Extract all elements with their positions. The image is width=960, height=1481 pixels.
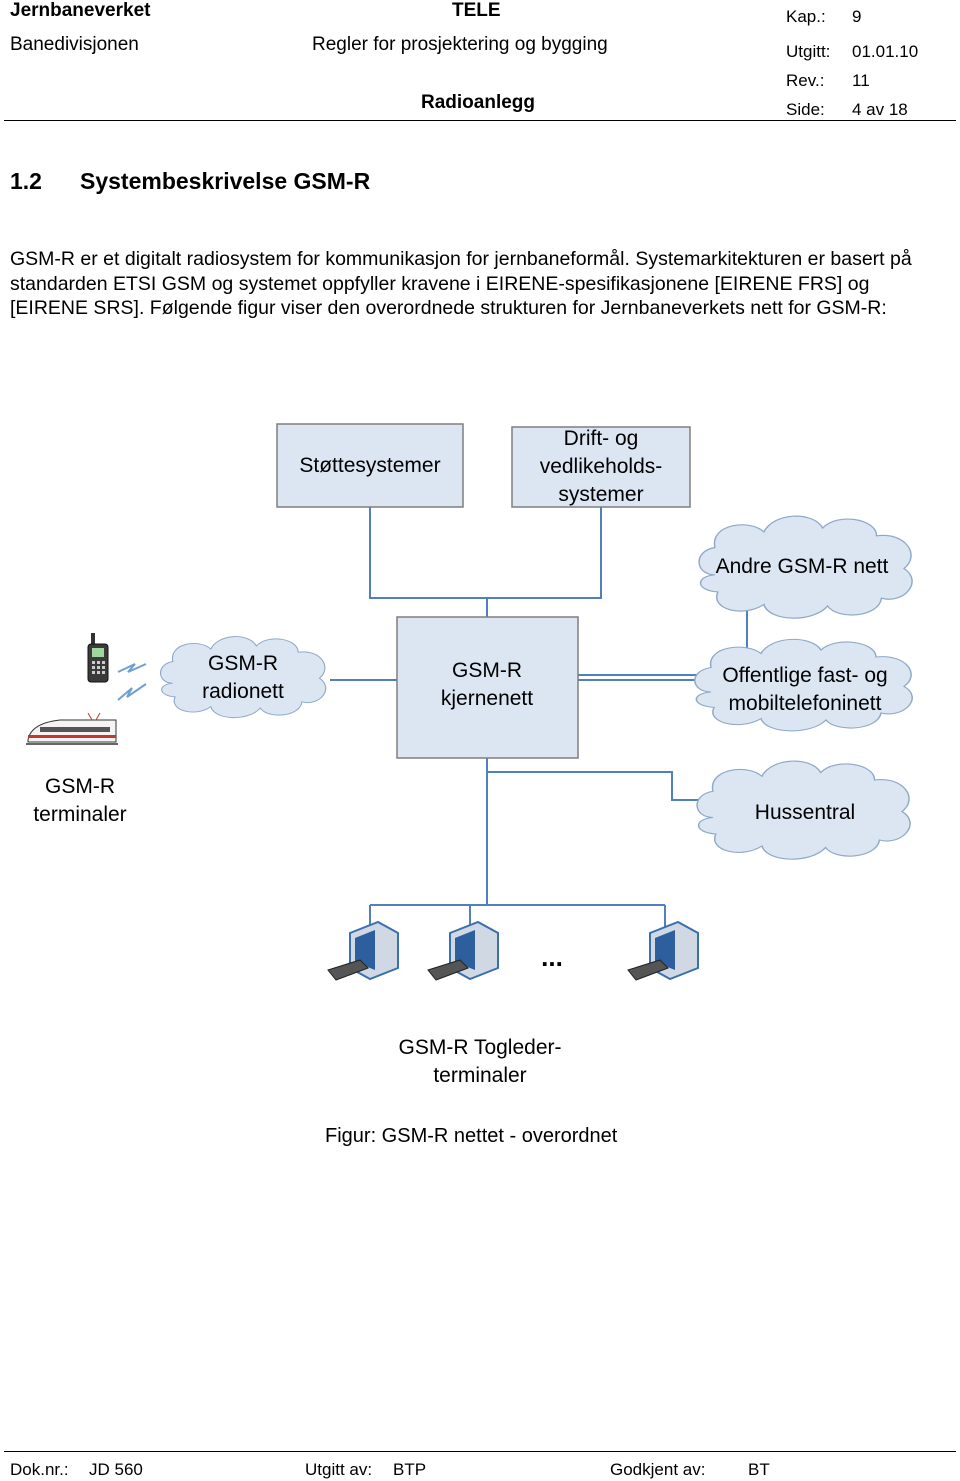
public-net-label-line1: Offentlige fast- og [722,664,887,687]
meta-chapter-value: 9 [852,7,862,26]
document-series: Regler for prosjektering og bygging [312,34,608,55]
meta-chapter-label: Kap.: [786,7,826,26]
train-icon [26,712,118,745]
support-systems-label: Støttesystemer [299,454,440,477]
radio-network-cloud [159,635,327,719]
meta-revision-label: Rev.: [786,71,825,90]
footer-approved-value: BT [748,1460,770,1479]
terminals-label-line2: terminaler [33,803,126,826]
footer-issued-label: Utgitt av: [305,1460,373,1479]
dispatcher-label-line1: GSM-R Togleder- [399,1036,562,1059]
section-paragraph: GSM-R er et digitalt radiosystem for kom… [10,248,912,319]
core-to-exchange-link [486,758,700,801]
document-topic: Radioanlegg [421,92,536,113]
org-name: Jernbaneverket [10,0,151,21]
meta-page-label: Side: [786,100,825,119]
mobile-phone-icon [87,633,109,683]
section-number: 1.2 [10,168,42,194]
footer-doc-label: Dok.nr.: [10,1460,69,1479]
support-systems-box [276,423,464,508]
core-label-line1: GSM-R [452,659,522,682]
radio-net-label-line2: radionett [202,680,284,703]
radio-net-label-line1: GSM-R [208,652,278,675]
meta-page-value: 4 av 18 [852,100,908,119]
maintenance-label-line1: Drift- og [564,427,639,450]
meta-issued-value: 01.01.10 [852,42,919,61]
terminals-label-line1: GSM-R [45,775,115,798]
division-name: Banedivisjonen [10,34,139,55]
maintenance-label-line2: vedlikeholds- [540,455,663,478]
dispatcher-label-line2: terminaler [433,1064,526,1087]
header-rule [4,120,956,121]
ellipsis: ... [541,942,563,972]
meta-revision-value: 11 [852,71,870,90]
meta-issued-label: Utgitt: [786,42,831,61]
support-maint-link [369,507,602,599]
footer-rule [4,1451,956,1452]
maintenance-systems-box [511,426,691,508]
radio-signal-icon [117,663,147,701]
department: TELE [452,0,501,21]
public-net-label-line2: mobiltelefoninett [729,692,882,715]
core-label-line2: kjernenett [441,687,533,710]
dispatcher-terminal-icon-2 [427,920,499,981]
maintenance-label-line3: systemer [558,483,643,506]
other-gsm-r-label: Andre GSM-R nett [716,555,889,578]
footer-issued-value: BTP [393,1460,427,1479]
section-title: Systembeskrivelse GSM-R [80,168,371,194]
footer-doc-value: JD 560 [89,1460,143,1479]
footer-approved-label: Godkjent av: [610,1460,706,1479]
figure-caption: Figur: GSM-R nettet - overordnet [325,1125,618,1147]
core-network-box [396,616,579,759]
dispatcher-terminal-icon-3 [627,920,699,981]
dispatcher-terminal-icon-1 [327,920,399,981]
exchange-label: Hussentral [755,801,855,824]
